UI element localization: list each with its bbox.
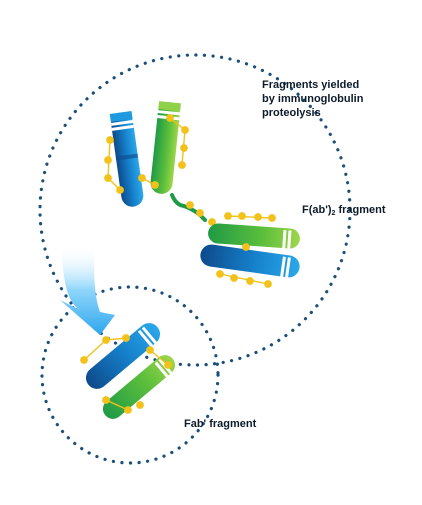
fab2-subscript: 2: [331, 210, 336, 217]
fragments-title: Fragments yielded by immunoglobulin prot…: [262, 78, 412, 120]
fab-fragment-label: Fab' fragment: [184, 418, 257, 430]
small-dotted-circle: [40, 285, 220, 465]
title-line-2: by immunoglobulin: [262, 93, 364, 105]
fab-disulfide-bonds: [80, 334, 172, 414]
top-disulfide-bonds: [104, 114, 216, 226]
fab2-main: F(ab'): [302, 204, 332, 216]
title-line-1: Fragments yielded: [262, 79, 360, 91]
fab2-suffix: fragment: [335, 204, 386, 216]
right-light-chain: [208, 223, 300, 251]
right-heavy-chain: [200, 244, 300, 280]
fab2-fragment-label: F(ab')2 fragment: [302, 203, 386, 221]
top-heavy-chain: [109, 110, 144, 207]
curved-arrow: [60, 245, 115, 335]
top-light-chain: [150, 101, 181, 194]
right-disulfide-bonds: [216, 212, 276, 288]
title-line-3: proteolysis: [262, 107, 321, 119]
fab-heavy-chain: [85, 323, 161, 389]
large-dotted-circle: [38, 53, 352, 367]
